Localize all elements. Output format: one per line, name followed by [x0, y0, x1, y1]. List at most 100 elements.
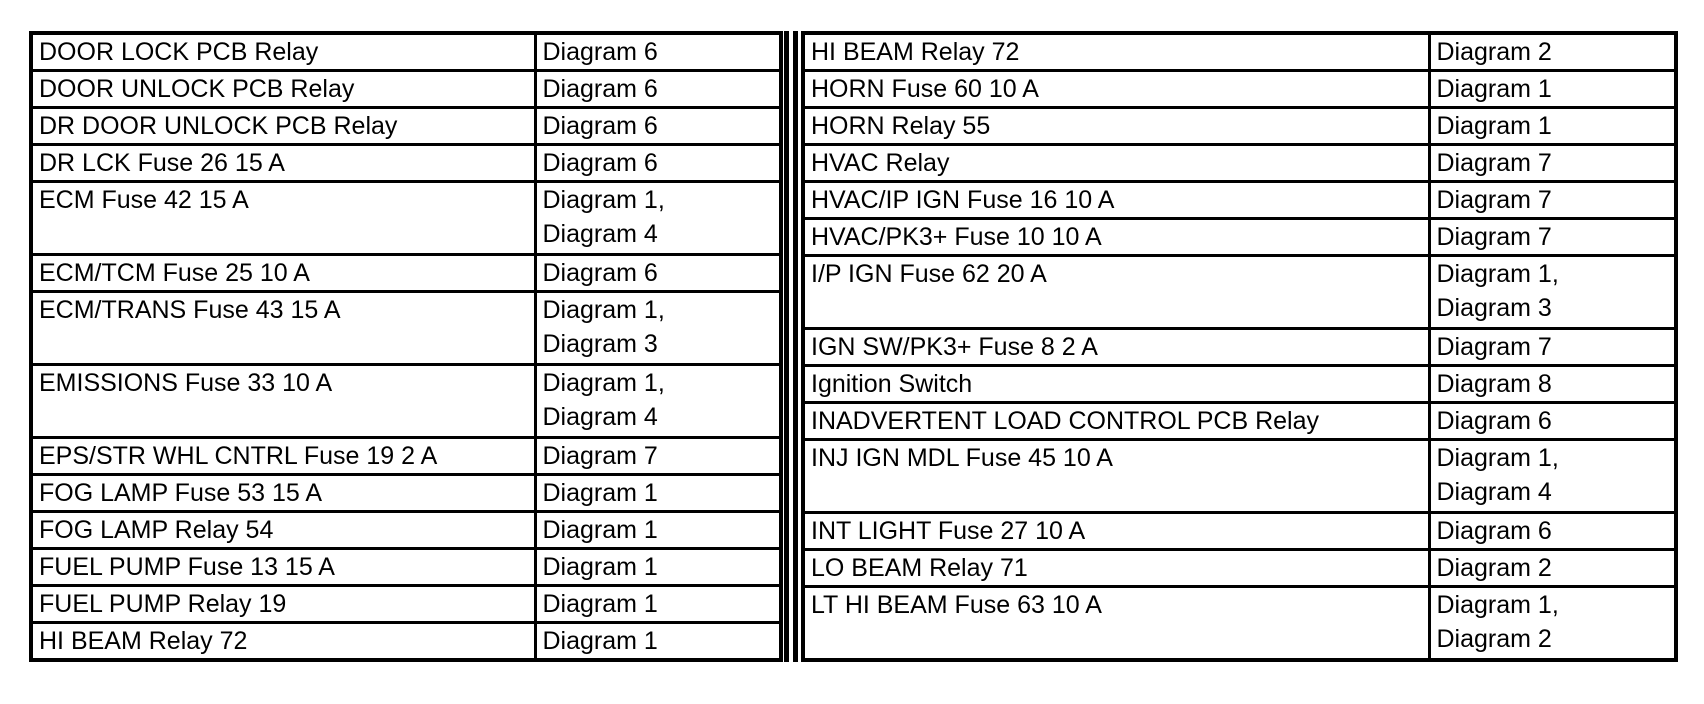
component-cell: FOG LAMP Fuse 53 15 A — [29, 473, 537, 513]
diagram-cell: Diagram 1 — [1427, 69, 1678, 109]
diagram-cell: Diagram 2 — [1427, 31, 1678, 72]
diagram-line: Diagram 3 — [542, 330, 658, 358]
diagram-line: Diagram 7 — [1436, 149, 1552, 177]
diagram-line: Diagram 7 — [542, 442, 658, 470]
component-cell: HORN Relay 55 — [801, 106, 1431, 146]
component-cell: HVAC/PK3+ Fuse 10 10 A — [801, 217, 1431, 257]
component-cell: I/P IGN Fuse 62 20 A — [801, 254, 1431, 330]
diagram-cell: Diagram 1 — [533, 621, 783, 662]
component-cell: IGN SW/PK3+ Fuse 8 2 A — [801, 327, 1431, 367]
component-cell: DOOR LOCK PCB Relay — [29, 31, 537, 72]
component-cell: HI BEAM Relay 72 — [29, 621, 537, 662]
diagram-cell: Diagram 6 — [533, 253, 783, 293]
diagram-cell: Diagram 1 — [533, 473, 783, 513]
diagram-cell: Diagram 1 — [533, 547, 783, 587]
diagram-line: Diagram 1, — [1436, 260, 1559, 288]
component-cell: HI BEAM Relay 72 — [801, 31, 1431, 72]
diagram-cell: Diagram 6 — [533, 31, 783, 72]
diagram-line: Diagram 1 — [542, 553, 658, 581]
diagram-line: Diagram 6 — [1436, 517, 1552, 545]
diagram-cell: Diagram 7 — [1427, 327, 1678, 367]
diagram-cell: Diagram 7 — [1427, 180, 1678, 220]
diagram-line: Diagram 1, — [542, 296, 665, 324]
component-cell: DR LCK Fuse 26 15 A — [29, 143, 537, 183]
component-cell: Ignition Switch — [801, 364, 1431, 404]
diagram-line: Diagram 1, — [1436, 591, 1559, 619]
diagram-cell: Diagram 1, Diagram 3 — [533, 290, 783, 366]
component-cell: HVAC/IP IGN Fuse 16 10 A — [801, 180, 1431, 220]
component-cell: HORN Fuse 60 10 A — [801, 69, 1431, 109]
diagram-cell: Diagram 6 — [1427, 511, 1678, 551]
diagram-line: Diagram 1 — [1436, 112, 1552, 140]
diagram-line: Diagram 1 — [542, 479, 658, 507]
diagram-line: Diagram 4 — [542, 403, 658, 431]
diagram-line: Diagram 3 — [1436, 294, 1552, 322]
diagram-line: Diagram 7 — [1436, 186, 1552, 214]
component-cell: ECM/TCM Fuse 25 10 A — [29, 253, 537, 293]
diagram-line: Diagram 1, — [542, 186, 665, 214]
diagram-line: Diagram 2 — [1436, 625, 1552, 653]
component-cell: LO BEAM Relay 71 — [801, 548, 1431, 588]
diagram-line: Diagram 1, — [542, 369, 665, 397]
diagram-cell: Diagram 7 — [1427, 143, 1678, 183]
diagram-line: Diagram 7 — [1436, 333, 1552, 361]
diagram-cell: Diagram 7 — [1427, 217, 1678, 257]
diagram-line: Diagram 4 — [1436, 478, 1552, 506]
diagram-cell: Diagram 7 — [533, 436, 783, 476]
component-cell: ECM Fuse 42 15 A — [29, 180, 537, 256]
diagram-cell: Diagram 1, Diagram 4 — [533, 363, 783, 439]
diagram-line: Diagram 1 — [542, 516, 658, 544]
diagram-line: Diagram 4 — [542, 220, 658, 248]
diagram-line: Diagram 6 — [542, 38, 658, 66]
diagram-cell: Diagram 8 — [1427, 364, 1678, 404]
diagram-line: Diagram 6 — [542, 149, 658, 177]
diagram-cell: Diagram 1, Diagram 4 — [533, 180, 783, 256]
component-cell: ECM/TRANS Fuse 43 15 A — [29, 290, 537, 366]
diagram-line: Diagram 7 — [1436, 223, 1552, 251]
diagram-line: Diagram 6 — [1436, 407, 1552, 435]
diagram-cell: Diagram 1, Diagram 2 — [1427, 585, 1678, 662]
diagram-cell: Diagram 1 — [533, 510, 783, 550]
diagram-line: Diagram 1, — [1436, 444, 1559, 472]
diagram-cell: Diagram 6 — [1427, 401, 1678, 441]
component-cell: HVAC Relay — [801, 143, 1431, 183]
diagram-cell: Diagram 1 — [1427, 106, 1678, 146]
diagram-cell: Diagram 2 — [1427, 548, 1678, 588]
diagram-cell: Diagram 6 — [533, 69, 783, 109]
diagram-cell: Diagram 1 — [533, 584, 783, 624]
component-cell: INJ IGN MDL Fuse 45 10 A — [801, 438, 1431, 514]
component-cell: DR DOOR UNLOCK PCB Relay — [29, 106, 537, 146]
component-cell: EMISSIONS Fuse 33 10 A — [29, 363, 537, 439]
component-cell: INT LIGHT Fuse 27 10 A — [801, 511, 1431, 551]
